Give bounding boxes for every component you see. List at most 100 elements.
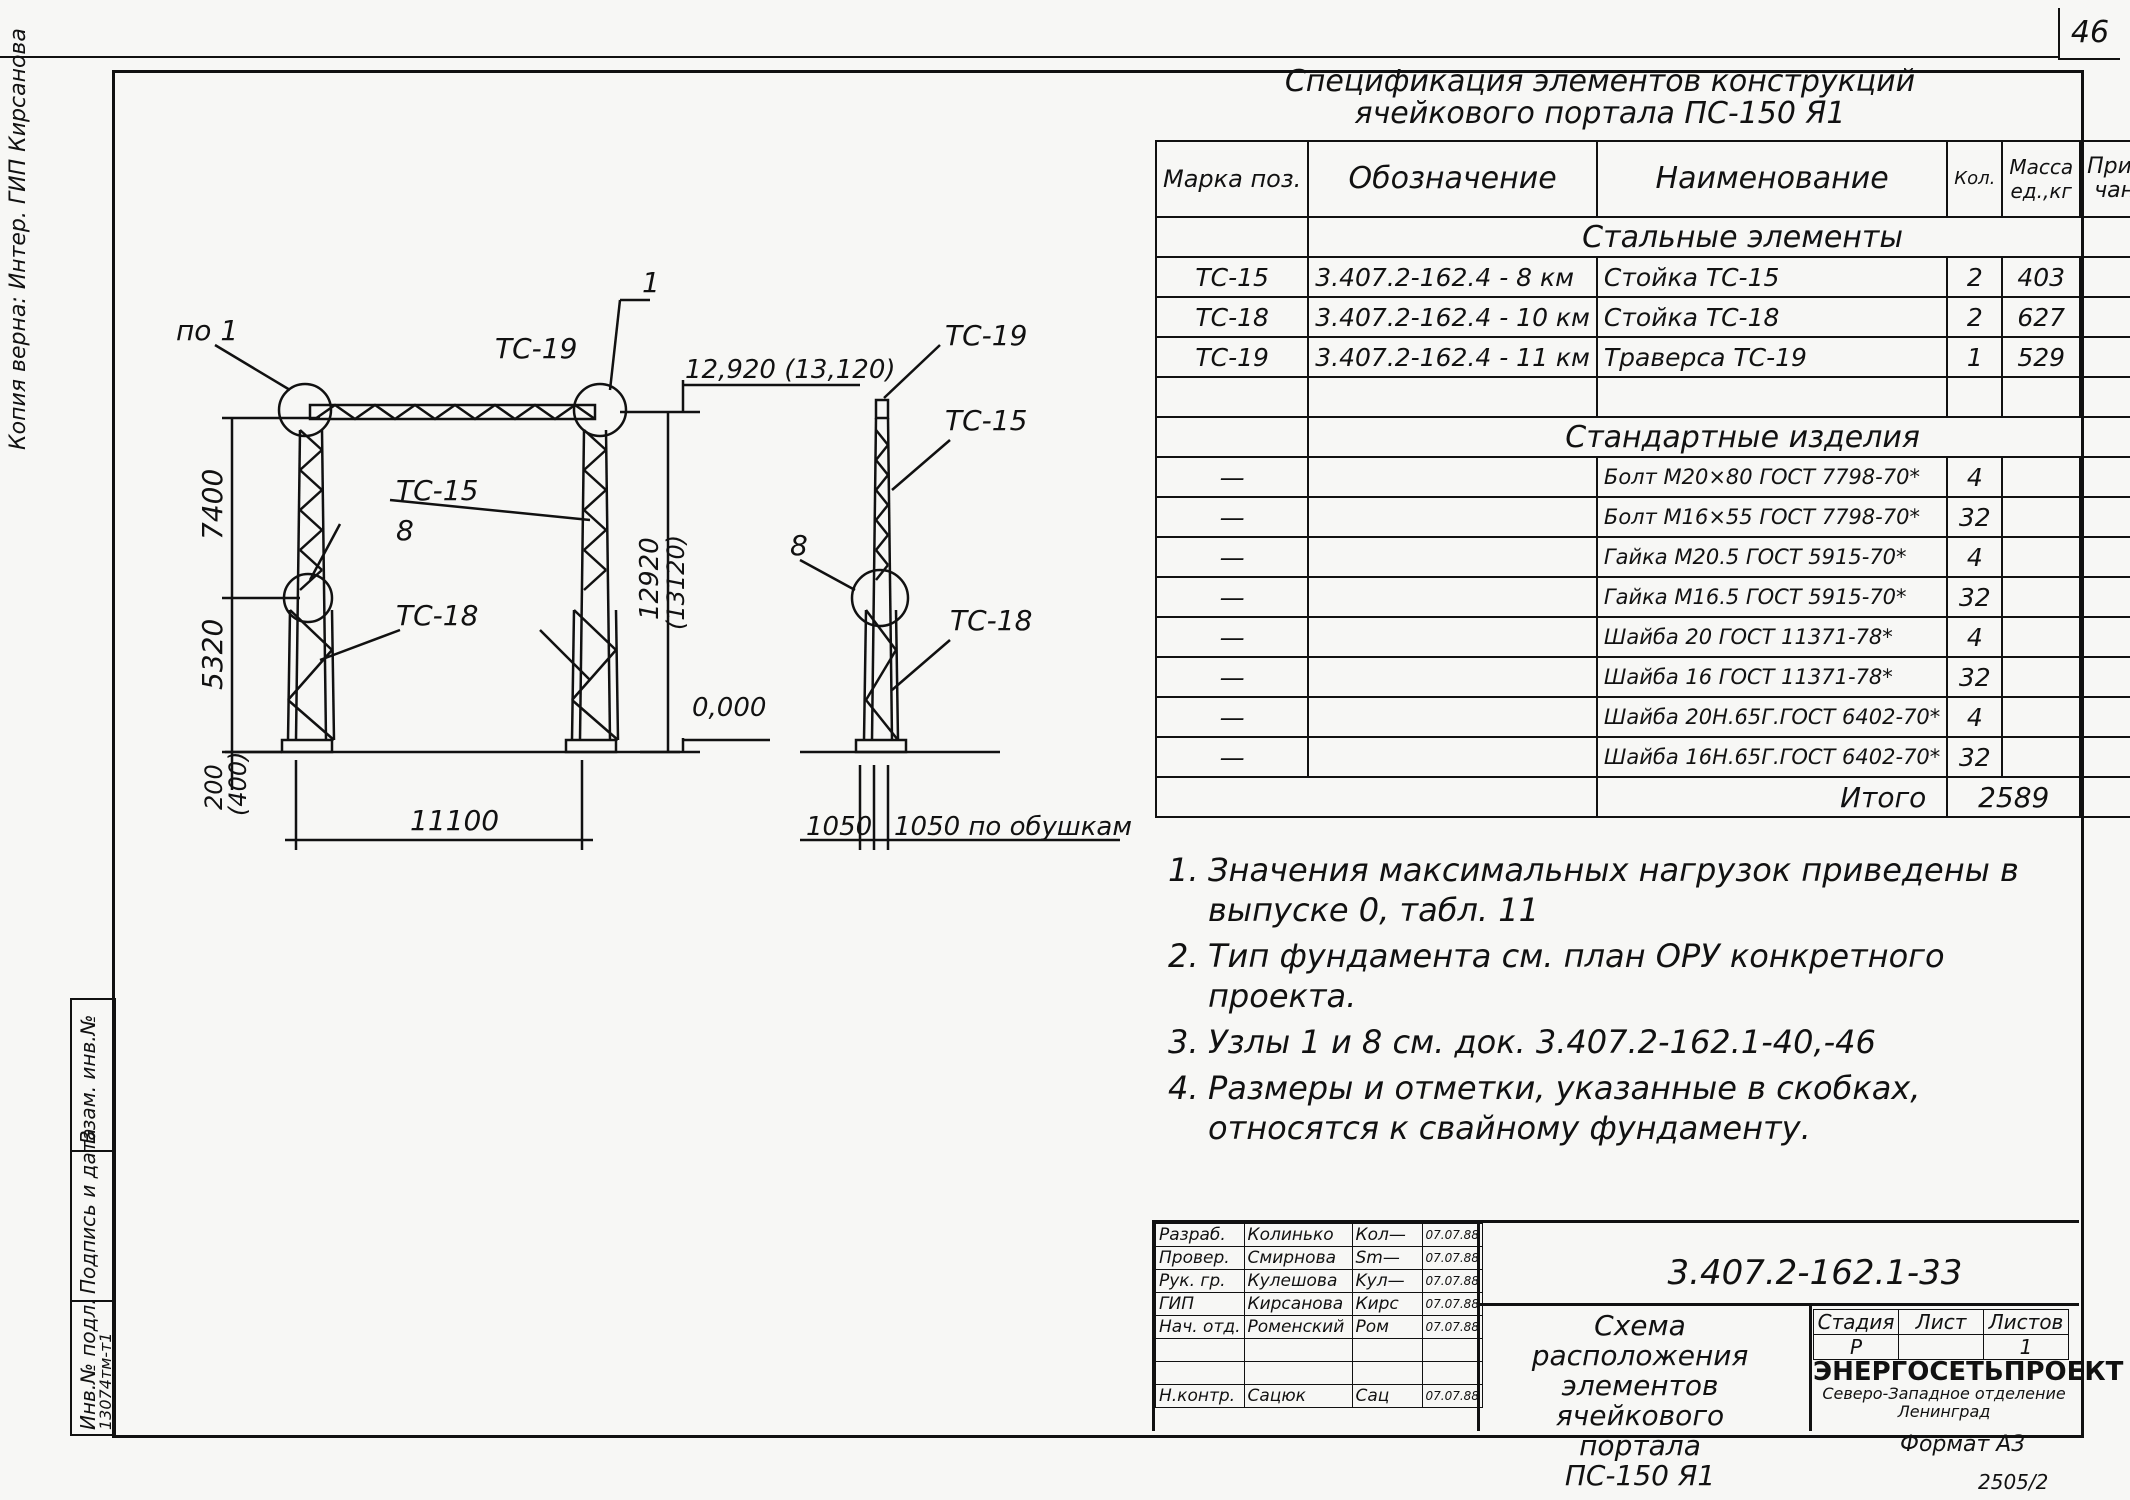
cell-qty: 2 <box>1946 256 2004 298</box>
cell-name: Гайка М20.5 ГОСТ 5915-70* <box>1595 536 1949 578</box>
note-item: 4.Размеры и отметки, указанные в скобках… <box>1168 1069 1921 1147</box>
cell-name: Шайба 20Н.65Г.ГОСТ 6402-70* <box>1595 696 1949 738</box>
cell-qty: 1 <box>1946 336 2004 378</box>
label-tc15-side: ТС-15 <box>945 404 1027 437</box>
sheets-value: 1 <box>1983 1334 2069 1360</box>
replace-label: Взам. инв.№ <box>76 1014 100 1144</box>
cell-name: Гайка М16.5 ГОСТ 5915-70* <box>1595 576 1949 618</box>
archive-stamp: 2505/2 <box>1978 1470 2049 1494</box>
cell-name: Шайба 16 ГОСТ 11371-78* <box>1595 656 1949 698</box>
label-tc19-front: ТС-19 <box>495 332 577 365</box>
cell-mark: ТС-15 <box>1154 256 1310 298</box>
cell-qty: 4 <box>1946 696 2004 738</box>
total-label: Итого <box>1595 776 1949 818</box>
cell-qty: 4 <box>1946 536 2004 578</box>
cell-mark: — <box>1154 656 1310 698</box>
table-row: —Шайба 20 ГОСТ 11371-78*4 <box>1154 616 2130 658</box>
cell-mark: — <box>1154 736 1310 778</box>
cell-qty: 32 <box>1946 576 2004 618</box>
cell-mark: ТС-19 <box>1154 336 1310 378</box>
note-item: 1.Значения максимальных нагрузок приведе… <box>1168 851 2019 929</box>
cell-designation: 3.407.2-162.4 - 10 км <box>1307 296 1598 338</box>
node-circle-8-side <box>850 568 910 628</box>
cell-mass: 627 <box>2001 296 2082 338</box>
spec-title-line1: Спецификация элементов конструкций <box>1284 64 1916 99</box>
cell-mark: — <box>1154 616 1310 658</box>
cell-mark: — <box>1154 536 1310 578</box>
signature-row <box>1155 1361 1483 1385</box>
inv-value: 13074тм-т1 <box>96 1332 115 1430</box>
cell-qty: 4 <box>1946 456 2004 498</box>
cell-designation: 3.407.2-162.4 - 11 км <box>1307 336 1598 378</box>
col-name: Наименование <box>1595 140 1949 218</box>
section-row-standard: Стандартные изделия <box>1154 416 2130 458</box>
label-dim200: 200 <box>200 764 228 810</box>
node-circle-right <box>572 382 628 438</box>
cell-name: Траверса ТС-19 <box>1595 336 1949 378</box>
table-row: —Болт М16×55 ГОСТ 7798-70*32 <box>1154 496 2130 538</box>
table-row: — Болт М20×80 ГОСТ 7798-70*4 <box>1154 456 2130 498</box>
col-mark: Марка поз. <box>1154 140 1310 218</box>
label-dim400: (400) <box>224 751 252 816</box>
label-dim1050b: 1050 по обушкам <box>894 812 1132 842</box>
label-dim12920: 12920 <box>635 537 665 620</box>
label-dim11100: 11100 <box>410 804 499 837</box>
org-branch: Северо-Западное отделение Ленинград <box>1822 1384 2066 1421</box>
spec-table: Марка поз. Обозначение Наименование Кол.… <box>1154 140 2130 818</box>
table-row: —Шайба 16Н.65Г.ГОСТ 6402-70*32 <box>1154 736 2130 778</box>
sheets-header: Листов <box>1983 1309 2069 1335</box>
total-row: Итого 2589 <box>1154 776 2130 818</box>
label-po1: по 1 <box>176 314 238 347</box>
cell-mark: — <box>1154 576 1310 618</box>
label-mark8-side: 8 <box>790 529 808 562</box>
label-dim5320: 5320 <box>196 619 229 690</box>
label-dim13120: (13120) <box>662 535 690 630</box>
table-row: ТС-15 3.407.2-162.4 - 8 км Стойка ТС-15 … <box>1154 256 2130 298</box>
spec-header-row: Марка поз. Обозначение Наименование Кол.… <box>1154 140 2130 218</box>
side-stamp-block: Взам. инв.№ Подпись и дата Инв.№ подл. 1… <box>70 998 116 1436</box>
label-mark8-front: 8 <box>396 514 414 547</box>
sheet-title: Схема расположения элементов ячейкового … <box>1531 1309 1749 1492</box>
note-item: 2.Тип фундамента см. план ОРУ конкретног… <box>1168 937 1945 1015</box>
cell-name: Стойка ТС-15 <box>1595 256 1949 298</box>
label-dim7400: 7400 <box>196 469 229 540</box>
traverse <box>308 403 597 421</box>
table-row: — Шайба 20Н.65Г.ГОСТ 6402-70*4 <box>1154 696 2130 738</box>
label-dim1050a: 1050 <box>806 812 872 842</box>
cell-mark: — <box>1154 456 1310 498</box>
document-code: 3.407.2-162.1-33 <box>1667 1253 1963 1293</box>
stage-table: Стадия Лист Листов Р 1 <box>1813 1309 2069 1360</box>
cell-mark: — <box>1154 696 1310 738</box>
page-number: 46 <box>2058 8 2120 60</box>
cell-mass: 529 <box>2001 336 2082 378</box>
table-row: —Шайба 16 ГОСТ 11371-78*32 <box>1154 656 2130 698</box>
format-label: Формат А3 <box>1900 1432 2026 1457</box>
table-row: — Гайка М16.5 ГОСТ 5915-70*32 <box>1154 576 2130 618</box>
sign-date-label: Подпись и дата <box>76 1128 100 1294</box>
cell-qty: 2 <box>1946 296 2004 338</box>
right-column <box>564 429 620 754</box>
cell-name: Стойка ТС-18 <box>1595 296 1949 338</box>
label-tc18-side: ТС-18 <box>950 604 1032 637</box>
section-row-steel: Стальные элементы <box>1154 216 2130 258</box>
spec-title-line2: ячейкового портала ПС-150 Я1 <box>1354 96 1846 131</box>
sheet-value <box>1898 1334 1984 1360</box>
signature-row <box>1155 1338 1483 1362</box>
label-tc19-side: ТС-19 <box>945 319 1027 352</box>
label-mark1: 1 <box>642 266 660 299</box>
notes: 1.Значения максимальных нагрузок приведе… <box>1168 850 2048 1154</box>
cell-name: Шайба 20 ГОСТ 11371-78* <box>1595 616 1949 658</box>
node-circle-left <box>277 382 333 438</box>
cell-name: Болт М20×80 ГОСТ 7798-70* <box>1595 456 1949 498</box>
col-qty: Кол. <box>1946 140 2004 218</box>
cell-mark: — <box>1154 496 1310 538</box>
